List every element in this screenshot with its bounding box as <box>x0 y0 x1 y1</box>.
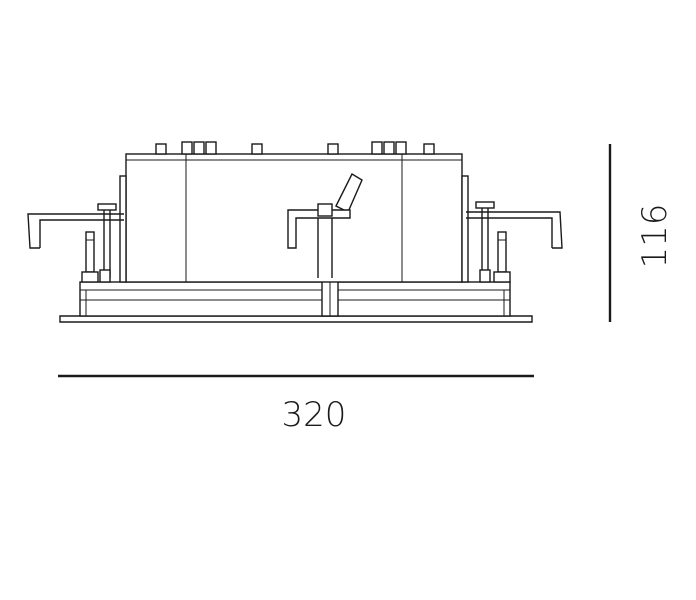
right-spring-clip <box>466 201 563 283</box>
recessed-fixture-side-view <box>27 141 563 323</box>
left-spring-clip <box>27 203 124 283</box>
width-label: 320 <box>282 395 347 435</box>
width-dimension: 320 <box>58 374 534 435</box>
trim-plate <box>59 315 533 323</box>
height-dimension: 116 <box>608 144 675 322</box>
terminal-blocks <box>155 141 435 155</box>
mounting-frame <box>79 281 511 317</box>
height-label: 116 <box>635 204 675 269</box>
release-lever <box>287 173 363 278</box>
